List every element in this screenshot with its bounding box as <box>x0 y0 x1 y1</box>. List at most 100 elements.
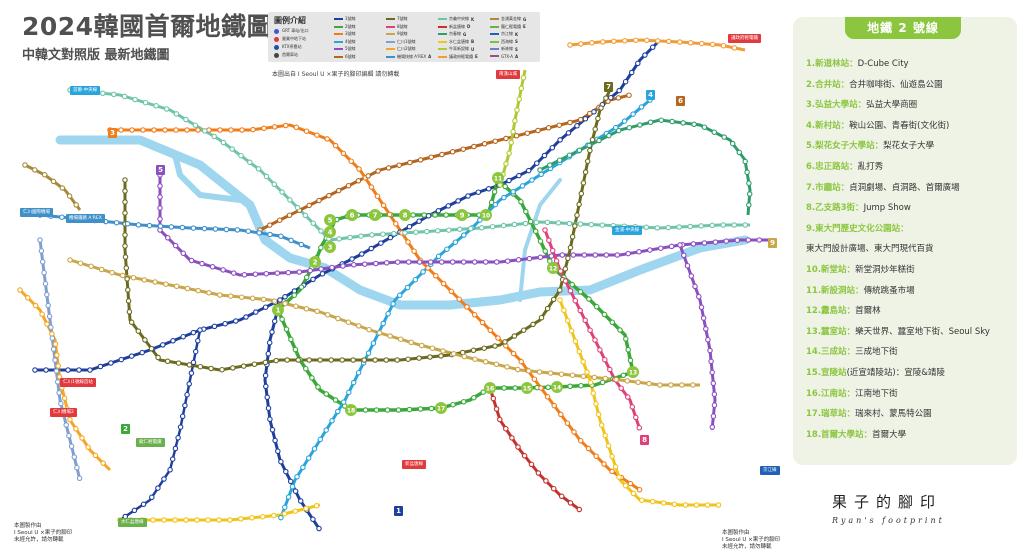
station-dot[interactable] <box>39 259 46 265</box>
station-dot[interactable] <box>211 323 218 330</box>
station-dot[interactable] <box>529 177 535 183</box>
station-dot[interactable] <box>493 406 500 412</box>
station-dot[interactable] <box>623 336 629 342</box>
station-dot[interactable] <box>421 212 427 218</box>
station-dot[interactable] <box>576 506 583 513</box>
station-dot[interactable] <box>576 348 583 355</box>
station-dot[interactable] <box>394 259 401 265</box>
station-dot[interactable] <box>518 358 524 365</box>
station-dot[interactable] <box>229 146 235 152</box>
station-dot[interactable] <box>736 149 743 156</box>
station-dot[interactable] <box>227 517 233 523</box>
station-dot[interactable] <box>279 189 285 195</box>
station-dot[interactable] <box>682 502 689 508</box>
station-dot[interactable] <box>100 460 106 466</box>
station-dot[interactable] <box>125 298 132 304</box>
station-dot[interactable] <box>314 308 320 315</box>
station-dot[interactable] <box>177 424 184 430</box>
station-dot[interactable] <box>580 373 587 380</box>
station-dot[interactable] <box>450 401 456 408</box>
station-dot[interactable] <box>253 309 259 315</box>
station-dot[interactable] <box>356 166 362 172</box>
station-dot[interactable] <box>302 212 309 219</box>
station-dot[interactable] <box>387 333 393 339</box>
station-dot[interactable] <box>482 259 489 265</box>
station-dot[interactable] <box>408 339 414 346</box>
station-dot[interactable] <box>585 445 592 452</box>
station-dot[interactable] <box>500 222 507 229</box>
station-dot[interactable] <box>125 287 131 293</box>
line-2-marker[interactable] <box>272 304 284 316</box>
station-dot[interactable] <box>574 212 580 218</box>
station-dot[interactable] <box>549 247 556 254</box>
station-dot[interactable] <box>173 283 180 290</box>
station-dot[interactable] <box>625 346 631 353</box>
station-dot[interactable] <box>506 150 512 157</box>
station-dot[interactable] <box>506 177 512 184</box>
station-dot[interactable] <box>471 259 478 265</box>
station-dot[interactable] <box>55 363 61 369</box>
station-dot[interactable] <box>503 425 509 432</box>
station-dot[interactable] <box>142 99 149 106</box>
station-dot[interactable] <box>580 180 587 186</box>
station-dot[interactable] <box>581 252 588 258</box>
station-dot[interactable] <box>395 407 402 413</box>
station-dot[interactable] <box>636 249 642 255</box>
station-dot[interactable] <box>551 402 557 409</box>
station-dot[interactable] <box>282 300 288 307</box>
station-dot[interactable] <box>162 127 168 133</box>
station-dot[interactable] <box>151 127 157 133</box>
station-dot[interactable] <box>294 204 301 211</box>
station-dot[interactable] <box>482 359 489 365</box>
station-dot[interactable] <box>701 240 708 246</box>
station-dot[interactable] <box>272 124 278 130</box>
station-dot[interactable] <box>310 276 316 283</box>
station-dot[interactable] <box>238 152 244 159</box>
station-dot[interactable] <box>405 259 412 265</box>
station-dot[interactable] <box>348 158 354 164</box>
station-dot[interactable] <box>542 248 548 254</box>
station-dot[interactable] <box>582 116 589 122</box>
station-dot[interactable] <box>603 252 610 258</box>
station-dot[interactable] <box>131 507 138 514</box>
station-dot[interactable] <box>318 228 324 234</box>
station-dot[interactable] <box>492 138 499 144</box>
station-dot[interactable] <box>249 295 256 302</box>
station-dot[interactable] <box>635 379 641 386</box>
station-dot[interactable] <box>269 329 275 335</box>
station-dot[interactable] <box>230 365 236 371</box>
station-dot[interactable] <box>25 295 31 301</box>
station-dot[interactable] <box>283 326 290 333</box>
station-dot[interactable] <box>637 122 643 128</box>
station-dot[interactable] <box>599 379 606 386</box>
station-dot[interactable] <box>298 241 305 248</box>
station-dot[interactable] <box>50 178 57 185</box>
station-dot[interactable] <box>629 404 636 410</box>
station-dot[interactable] <box>44 291 50 298</box>
station-dot[interactable] <box>212 226 219 232</box>
station-dot[interactable] <box>287 478 294 485</box>
station-dot[interactable] <box>566 220 573 227</box>
station-dot[interactable] <box>621 118 628 124</box>
station-dot[interactable] <box>746 180 752 186</box>
station-dot[interactable] <box>625 394 631 400</box>
station-dot[interactable] <box>425 213 432 219</box>
station-dot[interactable] <box>313 503 320 509</box>
station-dot[interactable] <box>260 296 267 303</box>
line-2-marker[interactable] <box>456 209 468 221</box>
station-dot[interactable] <box>359 251 365 257</box>
station-dot[interactable] <box>429 345 436 351</box>
station-dot[interactable] <box>100 90 106 97</box>
station-dot[interactable] <box>435 228 441 234</box>
station-dot[interactable] <box>567 383 573 390</box>
station-dot[interactable] <box>309 375 315 381</box>
station-dot[interactable] <box>263 383 269 390</box>
station-dot[interactable] <box>576 201 582 208</box>
station-dot[interactable] <box>122 177 128 183</box>
station-dot[interactable] <box>439 151 445 158</box>
station-dot[interactable] <box>625 250 631 257</box>
station-dot[interactable] <box>335 408 341 415</box>
station-dot[interactable] <box>346 389 352 396</box>
station-dot[interactable] <box>85 444 91 450</box>
station-dot[interactable] <box>592 337 598 343</box>
